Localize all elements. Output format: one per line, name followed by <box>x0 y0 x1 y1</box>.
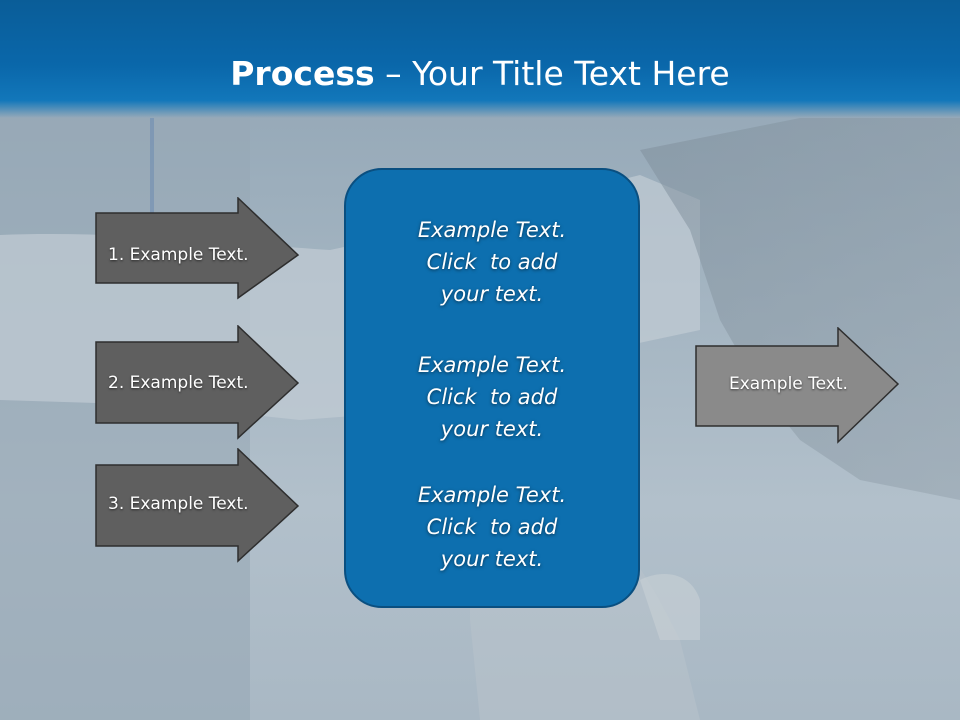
center-block-1-line-3: your text. <box>440 282 544 306</box>
center-content-box[interactable]: Example Text. Click to add your text. Ex… <box>344 168 640 608</box>
title-rest: – Your Title Text Here <box>374 54 730 93</box>
center-block-2-line-2: Click to add <box>426 385 558 409</box>
center-block-1-line-2: Click to add <box>426 250 558 274</box>
center-block-2-line-1: Example Text. <box>417 353 567 377</box>
left-arrow-3-label: 3. Example Text. <box>108 494 249 514</box>
left-arrow-3[interactable]: 3. Example Text. <box>95 448 300 563</box>
left-arrow-2-label: 2. Example Text. <box>108 373 249 393</box>
center-text-block-3[interactable]: Example Text. Click to add your text. <box>346 479 638 575</box>
center-text-block-2[interactable]: Example Text. Click to add your text. <box>346 349 638 445</box>
left-arrow-1-label: 1. Example Text. <box>108 245 249 265</box>
slide-title[interactable]: Process – Your Title Text Here <box>0 52 960 96</box>
arrow-right-icon <box>695 327 900 444</box>
title-bold: Process <box>230 54 375 93</box>
center-block-2-line-3: your text. <box>440 417 544 441</box>
center-block-1-line-1: Example Text. <box>417 218 567 242</box>
right-arrow-label: Example Text. <box>729 374 848 394</box>
left-arrow-1[interactable]: 1. Example Text. <box>95 197 300 300</box>
center-block-3-line-1: Example Text. <box>417 483 567 507</box>
center-block-3-line-2: Click to add <box>426 515 558 539</box>
center-text-block-1[interactable]: Example Text. Click to add your text. <box>346 214 638 310</box>
center-block-3-line-3: your text. <box>440 547 544 571</box>
left-arrow-2[interactable]: 2. Example Text. <box>95 325 300 440</box>
arrow-right-icon <box>95 325 300 440</box>
arrow-right-icon <box>95 197 300 300</box>
arrow-right-icon <box>95 448 300 563</box>
right-arrow[interactable]: Example Text. <box>695 327 900 444</box>
title-bar <box>0 0 960 118</box>
